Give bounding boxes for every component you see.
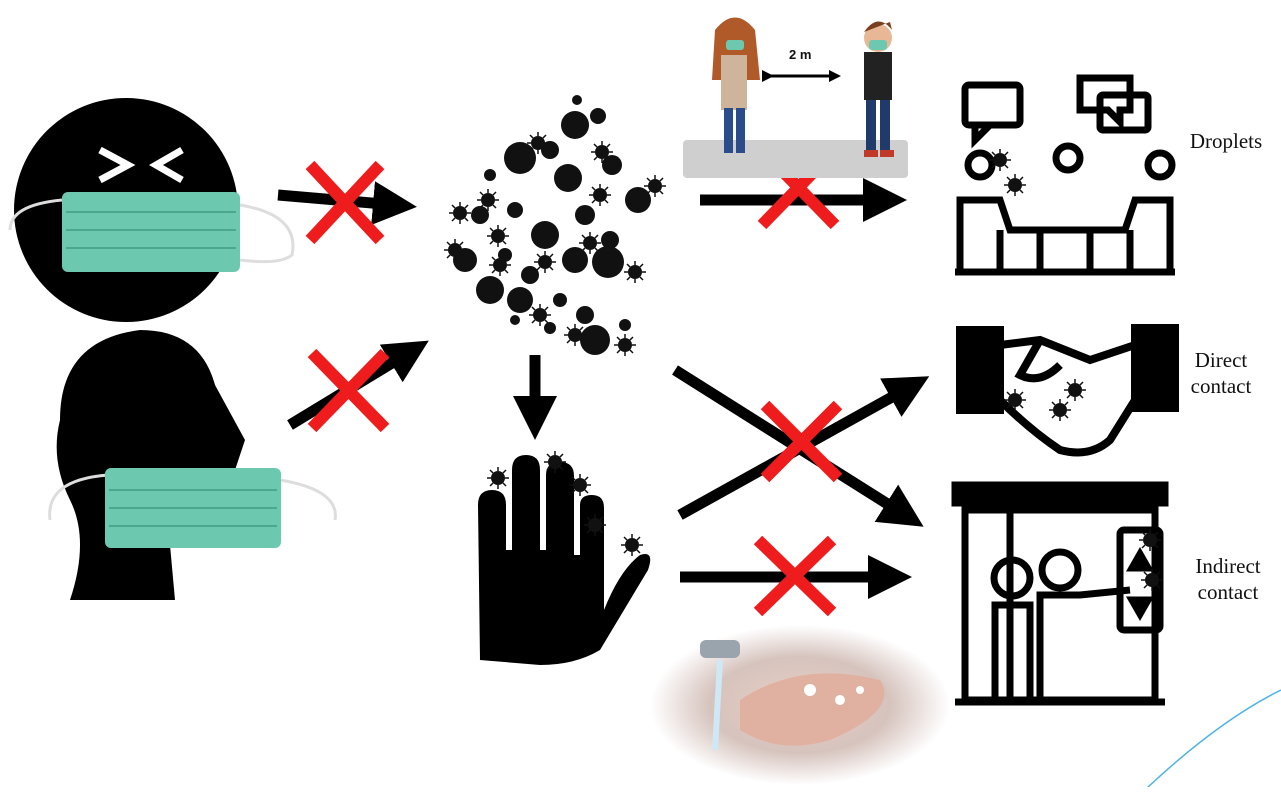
indirect-line2: contact	[1178, 579, 1278, 605]
cross-icon	[765, 405, 838, 478]
elevator-icon	[955, 485, 1165, 702]
woman-figure	[712, 18, 760, 154]
hand-icon	[478, 455, 650, 665]
virus-cloud-icon	[444, 95, 666, 356]
distance-label: 2 m	[789, 47, 811, 62]
direct-line1: Direct	[1180, 347, 1262, 373]
indirect-contact-label: Indirect contact	[1178, 553, 1278, 605]
indirect-line1: Indirect	[1178, 553, 1278, 579]
cross-icon	[312, 353, 385, 428]
meeting-icon	[955, 78, 1175, 272]
man-figure	[864, 21, 894, 157]
social-distance-people	[683, 18, 908, 179]
handwashing-image	[650, 625, 950, 785]
direct-line2: contact	[1180, 373, 1262, 399]
coughing-head-icon	[50, 330, 336, 600]
sneezing-face-icon	[10, 98, 293, 322]
droplets-label: Droplets	[1176, 128, 1276, 154]
direct-contact-label: Direct contact	[1180, 347, 1262, 399]
accent-line	[1148, 690, 1281, 787]
droplets-text: Droplets	[1190, 129, 1262, 153]
